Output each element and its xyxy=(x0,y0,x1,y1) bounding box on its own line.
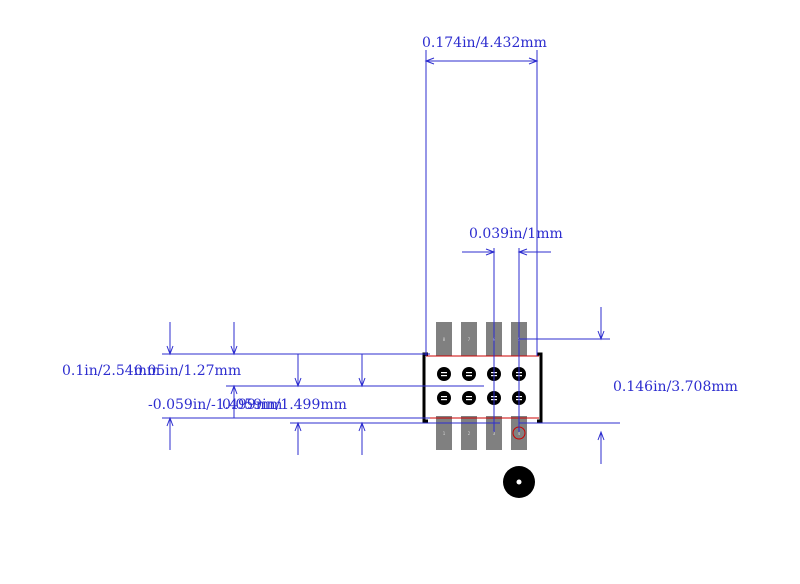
overall-height-label: 0.146in/3.708mm xyxy=(613,379,738,395)
offset-left-label: -0.059in/-1.499mm xyxy=(148,397,282,413)
pad-4 xyxy=(511,416,527,450)
row-pitch-label: 0.05in/1.27mm xyxy=(134,363,241,379)
pad-label: 3 xyxy=(493,431,496,436)
thermal-via xyxy=(462,391,476,405)
thermal-via xyxy=(437,367,451,381)
pad-label: 1 xyxy=(443,431,446,436)
overall-width-label: 0.174in/4.432mm xyxy=(422,35,547,51)
thermal-via xyxy=(437,391,451,405)
pad-row-bottom: 1 2 3 4 xyxy=(436,416,527,450)
pad-pitch-label: 0.039in/1mm xyxy=(469,226,563,242)
pad-label: 4 xyxy=(518,431,521,436)
pad-2 xyxy=(461,416,477,450)
thermal-via xyxy=(462,367,476,381)
pin1-orientation-dot xyxy=(503,466,535,498)
pad-label: 8 xyxy=(443,337,446,342)
pad-row-top: 8 7 6 5 xyxy=(436,322,527,356)
dimension-lines xyxy=(162,50,620,464)
pad-7 xyxy=(461,322,477,356)
pad-8 xyxy=(436,322,452,356)
pad-1 xyxy=(436,416,452,450)
pad-label: 7 xyxy=(468,337,471,342)
pad-3 xyxy=(486,416,502,450)
body-outline xyxy=(422,352,543,423)
pad-label: 2 xyxy=(468,431,471,436)
offset-mid-label: 0.059in/1.499mm xyxy=(222,397,347,413)
pad-span-left-label: 0.1in/2.54mm xyxy=(62,363,160,379)
